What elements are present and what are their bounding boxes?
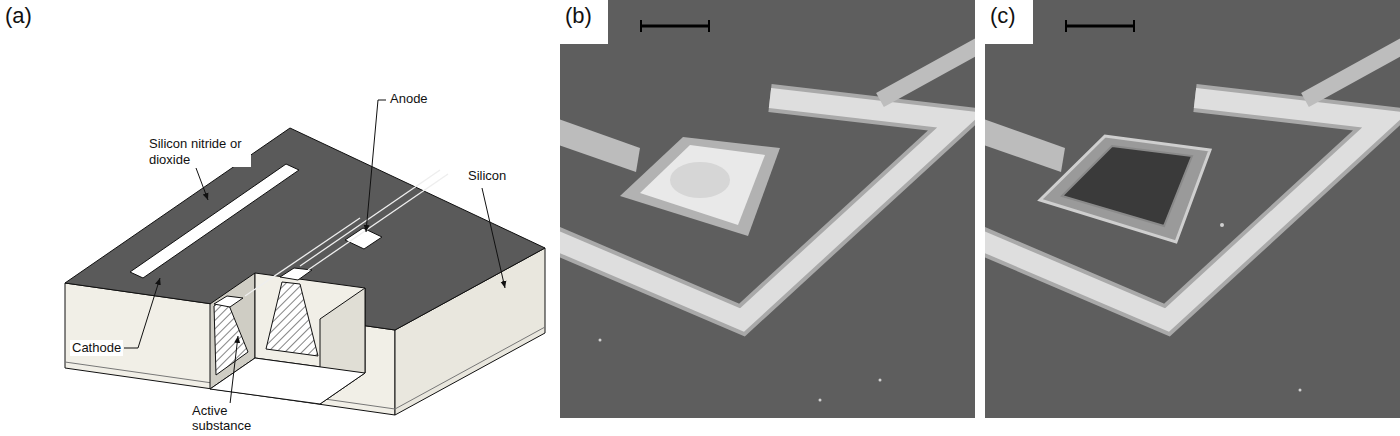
leader-lines xyxy=(124,100,505,404)
leader-line xyxy=(366,100,386,232)
active-substance-pit xyxy=(214,298,248,375)
sem-image-before xyxy=(560,0,975,418)
leader-line xyxy=(124,278,160,348)
panel-letter: (a) xyxy=(3,3,34,29)
part-label: Anode xyxy=(388,91,430,107)
leader-line xyxy=(196,168,208,200)
trace-line xyxy=(308,174,448,270)
part-label: Active substance xyxy=(190,403,266,434)
notch-floor xyxy=(210,358,365,404)
leader-line xyxy=(230,336,238,404)
panel-letter: (b) xyxy=(563,3,594,29)
part-label: Silicon nitride or dioxide xyxy=(147,136,251,167)
pit-window xyxy=(214,296,243,307)
chip-schematic xyxy=(65,128,545,415)
active-substance-pit xyxy=(266,282,318,356)
pit-window xyxy=(280,268,312,280)
leader-line xyxy=(482,188,505,288)
sem-image-after xyxy=(985,0,1400,418)
panel-letter: (c) xyxy=(988,3,1018,29)
part-label: Cathode xyxy=(70,340,123,356)
trace-line xyxy=(245,218,360,296)
cathode-strip xyxy=(130,164,299,278)
layer-line xyxy=(395,327,545,409)
part-label: Silicon xyxy=(466,168,508,184)
front-face xyxy=(65,283,395,415)
